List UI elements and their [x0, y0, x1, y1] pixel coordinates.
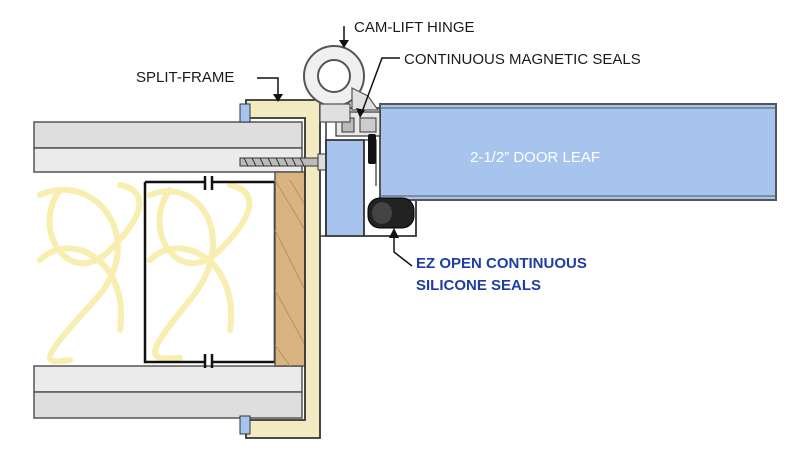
drywall-bottom — [33, 365, 303, 419]
silicone-arrow — [389, 228, 399, 238]
label-split-frame: SPLIT-FRAME — [136, 69, 234, 86]
cam-lift-hinge-icon — [303, 45, 380, 123]
door-leaf — [379, 103, 777, 201]
screw — [239, 153, 329, 171]
insulation — [37, 182, 253, 365]
magnetic-arrow — [356, 108, 365, 118]
label-magnetic-seals: CONTINUOUS MAGNETIC SEALS — [404, 51, 641, 68]
label-hinge: CAM-LIFT HINGE — [354, 19, 475, 36]
magnetic-seal — [335, 111, 381, 164]
drywall-top — [33, 121, 303, 173]
frame-arrow — [273, 94, 283, 102]
hinge-arrow — [339, 40, 349, 48]
wood-blocking — [274, 171, 306, 367]
silicone-seal — [367, 197, 415, 229]
label-silicone-line2: SILICONE SEALS — [416, 277, 541, 294]
label-silicone-line1: EZ OPEN CONTINUOUS — [416, 255, 587, 272]
label-door-leaf: 2-1/2” DOOR LEAF — [470, 149, 600, 166]
